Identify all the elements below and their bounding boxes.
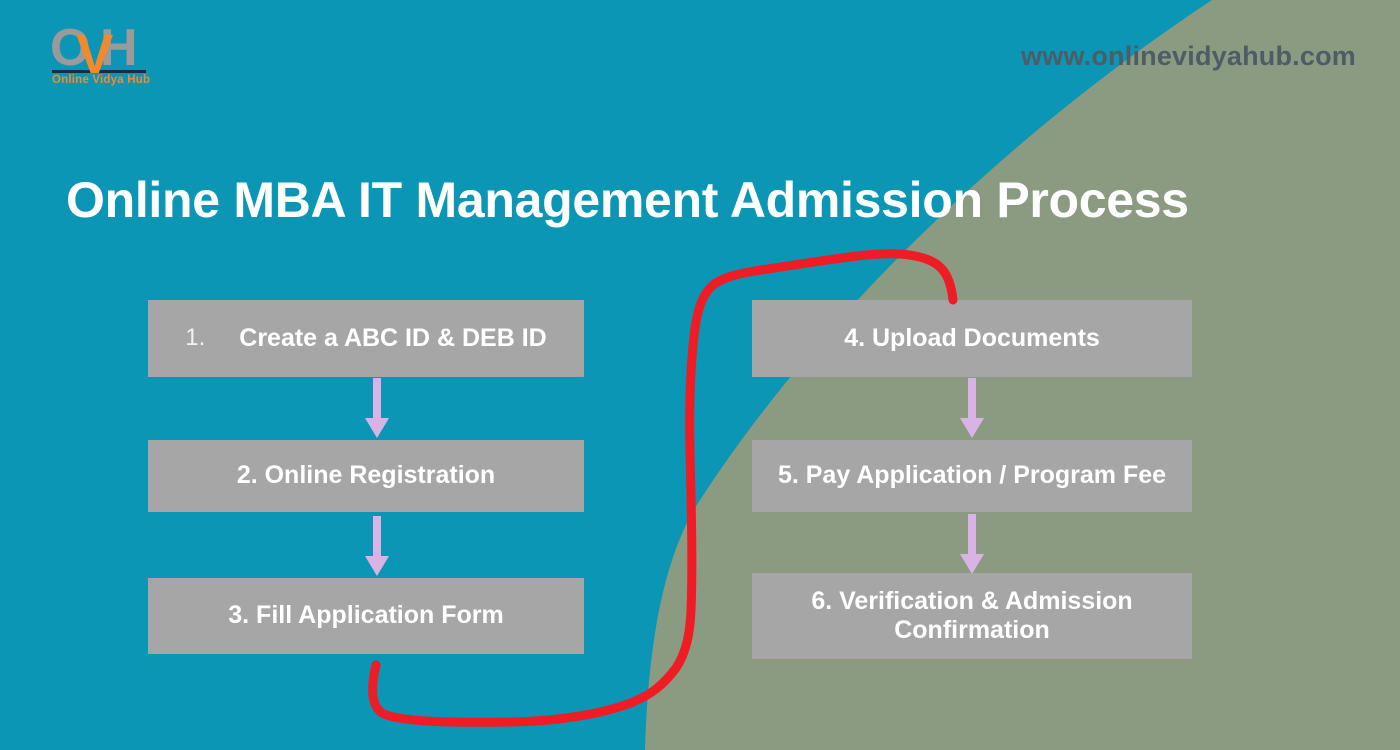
flow-step-4[interactable]: 4. Upload Documents: [752, 300, 1192, 377]
flow-step-1-label: Create a ABC ID & DEB ID: [239, 323, 547, 352]
brand-logo[interactable]: O V H Online Vidya Hub: [48, 22, 208, 94]
flow-step-2-label: 2. Online Registration: [236, 461, 496, 490]
down-arrow-icon-step2-step3: [365, 516, 389, 576]
flow-step-6[interactable]: 6. Verification & Admission Confirmation: [752, 573, 1192, 659]
flow-step-1[interactable]: 1. Create a ABC ID & DEB ID: [148, 300, 584, 377]
flow-step-5-label: 5. Pay Application / Program Fee: [777, 461, 1167, 490]
down-arrow-icon-step1-step2: [365, 378, 389, 438]
logo-letter-v: V: [76, 22, 113, 85]
flow-step-4-label: 4. Upload Documents: [844, 323, 1100, 352]
down-arrow-icon-step4-step5: [960, 378, 984, 438]
flow-step-3[interactable]: 3. Fill Application Form: [148, 578, 584, 654]
flow-step-5[interactable]: 5. Pay Application / Program Fee: [752, 440, 1192, 512]
logo-letter-o: O: [50, 19, 90, 77]
flow-step-2[interactable]: 2. Online Registration: [148, 440, 584, 512]
logo-tagline: Online Vidya Hub: [52, 74, 151, 86]
flow-step-1-marker: 1.: [185, 324, 206, 352]
website-url[interactable]: www.onlinevidyahub.com: [1021, 41, 1356, 71]
flow-step-6-label: 6. Verification & Admission Confirmation: [811, 586, 1133, 645]
flow-step-3-label: 3. Fill Application Form: [228, 601, 504, 630]
logo-underline-rule: [52, 70, 146, 73]
page-title: Online MBA IT Management Admission Proce…: [66, 171, 1189, 228]
down-arrow-icon-step5-step6: [960, 514, 984, 574]
logo-mark: O V H Online Vidya Hub: [48, 19, 168, 86]
logo-letter-h: H: [100, 19, 138, 77]
